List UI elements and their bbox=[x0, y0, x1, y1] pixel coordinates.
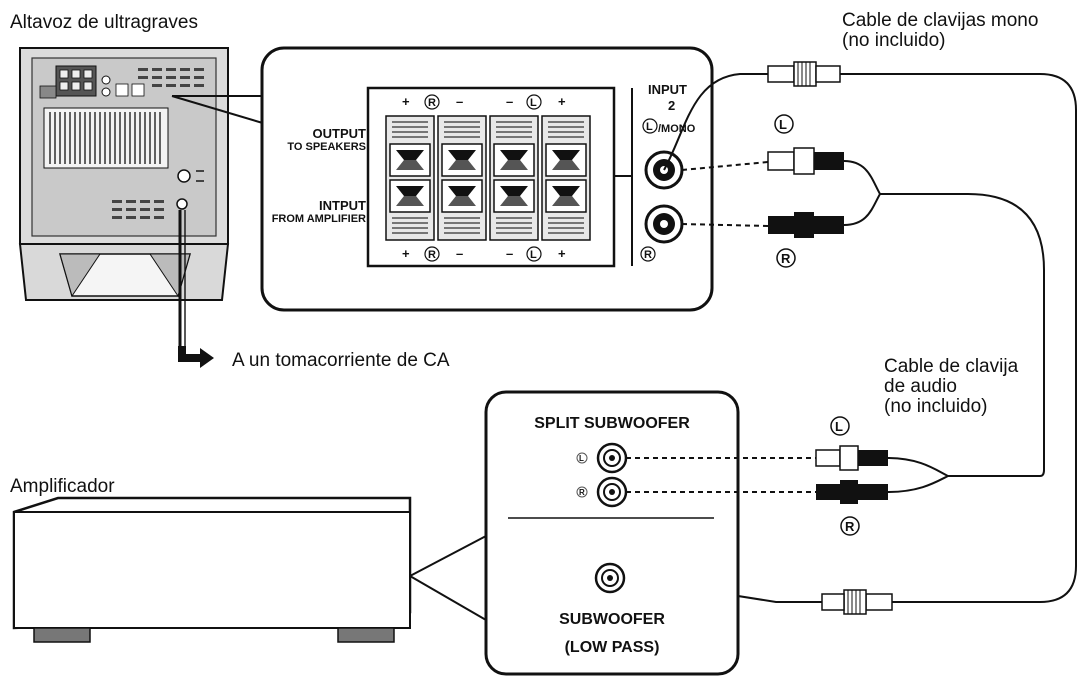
upper-plug-left-mark: L bbox=[779, 117, 787, 132]
amplifier-unit: Amplificador bbox=[10, 476, 487, 643]
subwoofer-label: Altavoz de ultragraves bbox=[10, 12, 198, 33]
input2-left-mark: L bbox=[646, 121, 653, 133]
amplifier-panel-callout: SPLIT SUBWOOFER L R SUBWOOFER (LOW PASS) bbox=[484, 390, 740, 676]
speaker-terminals bbox=[385, 115, 591, 241]
input2-number: 2 bbox=[668, 98, 675, 113]
ac-outlet-label: A un tomacorriente de CA bbox=[232, 350, 450, 371]
polarity-plus-top-right: + bbox=[402, 94, 410, 109]
subwoofer-low-pass-subtitle: (LOW PASS) bbox=[565, 639, 660, 656]
speaker-panel-callout: + R – – L + bbox=[171, 46, 714, 312]
subwoofer-low-pass-title: SUBWOOFER bbox=[559, 611, 665, 628]
polarity-minus-top-left: – bbox=[506, 94, 513, 109]
lower-plug-left-mark: L bbox=[835, 419, 843, 434]
left-channel-mark-top: L bbox=[530, 97, 537, 109]
lower-plug-right-mark: R bbox=[845, 519, 855, 534]
amp-right-mark: R bbox=[579, 488, 585, 497]
mono-cable-label-1: Cable de clavijas mono bbox=[842, 10, 1038, 31]
amplifier-label: Amplificador bbox=[10, 476, 115, 497]
polarity-minus-bottom-right: – bbox=[456, 246, 463, 261]
output-subtitle: TO SPEAKERS bbox=[287, 141, 366, 153]
input2-jack-right bbox=[644, 204, 684, 244]
audio-cable-label-2: de audio bbox=[884, 376, 957, 397]
input2-right-mark: R bbox=[644, 249, 652, 261]
right-channel-mark-bottom: R bbox=[428, 249, 436, 261]
polarity-plus-top-left: + bbox=[558, 94, 566, 109]
amp-left-mark: L bbox=[579, 454, 584, 463]
polarity-minus-bottom-left: – bbox=[506, 246, 513, 261]
right-channel-mark-top: R bbox=[428, 97, 436, 109]
split-sub-jack-right bbox=[596, 476, 628, 508]
split-sub-jack-left bbox=[596, 442, 628, 474]
ac-arrow-icon bbox=[178, 346, 214, 368]
output-title: OUTPUT bbox=[313, 126, 367, 141]
upper-plug-right-mark: R bbox=[781, 251, 791, 266]
left-channel-mark-bottom: L bbox=[530, 249, 537, 261]
subwoofer-unit: Altavoz de ultragraves bbox=[10, 12, 450, 371]
audio-cable-label-1: Cable de clavija bbox=[884, 356, 1019, 377]
polarity-plus-bottom-left: + bbox=[558, 246, 566, 261]
input2-title: INPUT bbox=[648, 82, 687, 97]
mono-plug-top bbox=[767, 61, 841, 87]
ac-inlet-icon bbox=[176, 198, 188, 210]
subwoofer-low-pass-jack bbox=[594, 562, 626, 594]
input-title: INTPUT bbox=[319, 198, 366, 213]
mono-plug-bottom bbox=[821, 589, 893, 615]
input-subtitle: FROM AMPLIFIER bbox=[272, 213, 366, 225]
input2-mono-label: /MONO bbox=[658, 123, 696, 135]
polarity-plus-bottom-right: + bbox=[402, 246, 410, 261]
mono-cable-label-2: (no incluido) bbox=[842, 30, 946, 51]
audio-pin-cable: Cable de clavija de audio (no incluido) … bbox=[626, 193, 1045, 536]
split-subwoofer-title: SPLIT SUBWOOFER bbox=[534, 415, 690, 432]
polarity-minus-top-right: – bbox=[456, 94, 463, 109]
upper-audio-plugs: L R bbox=[681, 114, 892, 268]
audio-cable-label-3: (no incluido) bbox=[884, 396, 988, 417]
power-switch-icon bbox=[177, 169, 191, 183]
mono-cable: Cable de clavijas mono (no incluido) bbox=[623, 10, 1077, 615]
